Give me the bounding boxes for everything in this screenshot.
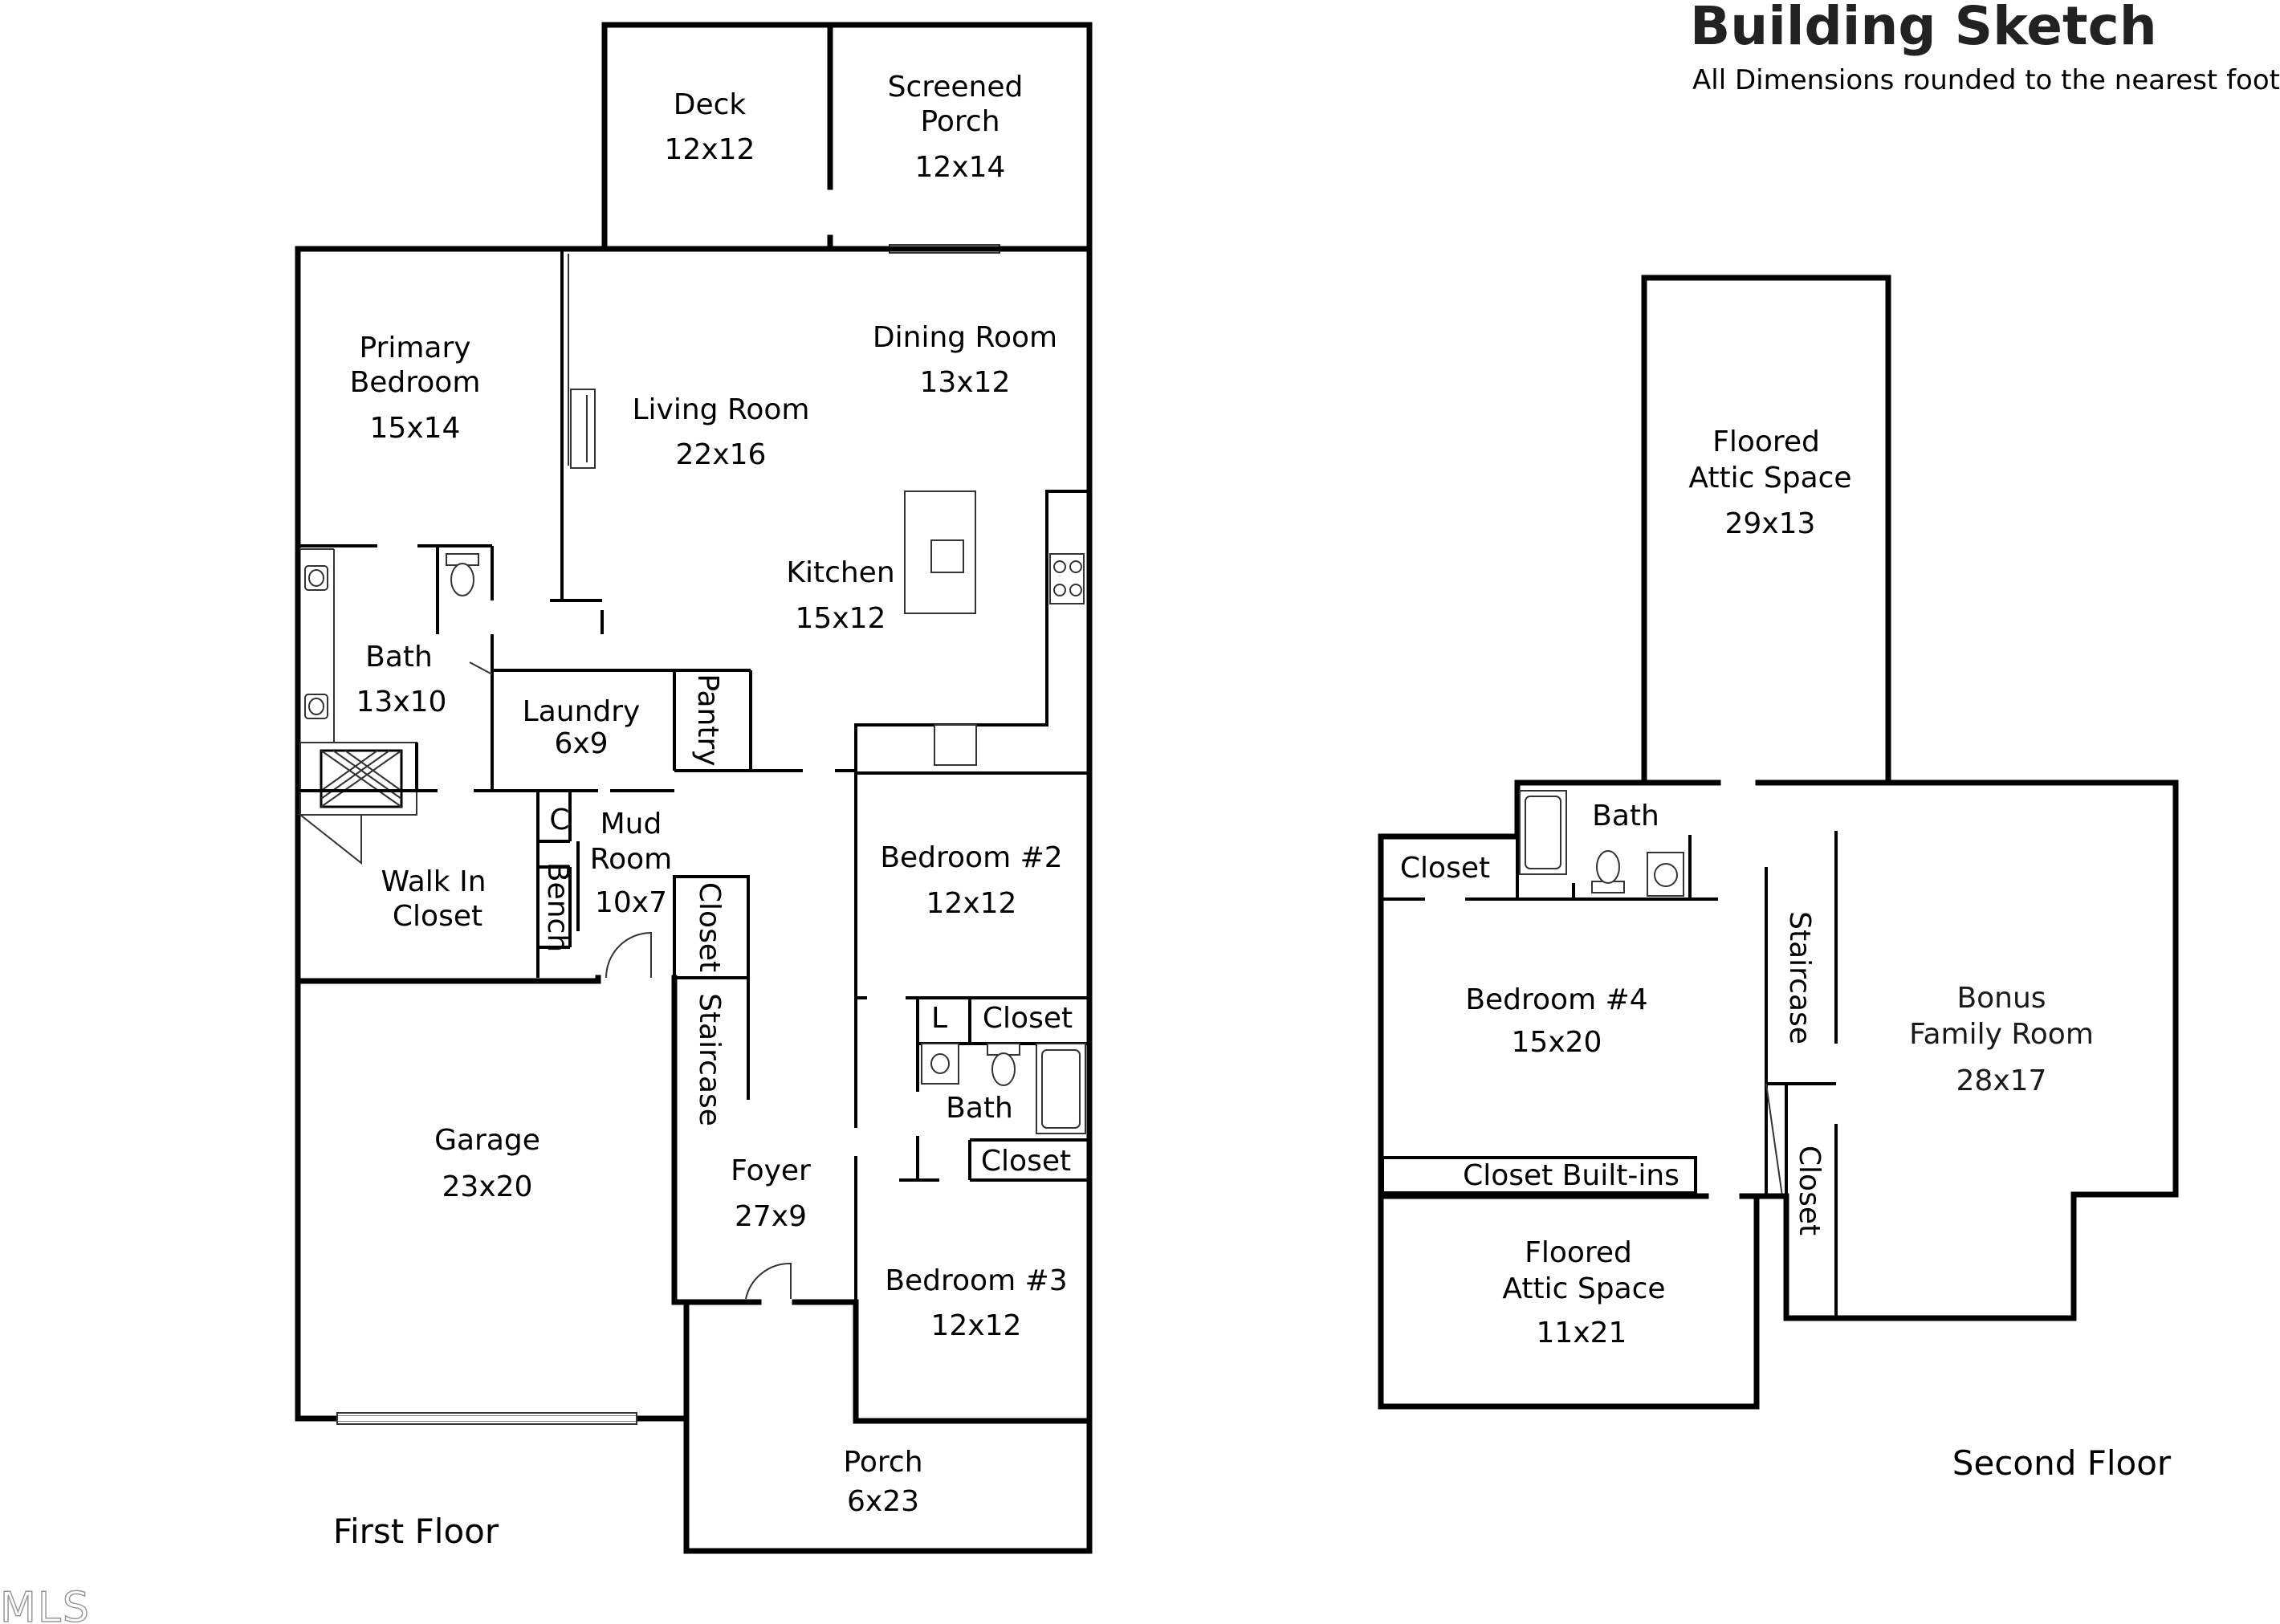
dining-room-dim: 13x12 <box>920 366 1011 399</box>
garage-label: Garage <box>434 1124 540 1157</box>
second-closet-label: Closet <box>1400 852 1490 885</box>
living-room-label: Living Room <box>633 393 810 426</box>
bedroom4-dim: 15x20 <box>1512 1026 1602 1059</box>
bedroom4-label: Bedroom #4 <box>1465 983 1647 1016</box>
second-floor-walls <box>1378 275 2179 1410</box>
second-floor-caption: Second Floor <box>1952 1443 2172 1483</box>
kitchen-label: Kitchen <box>786 556 894 589</box>
primary-bedroom-dim: 15x14 <box>370 412 461 445</box>
bonus-label-2: Family Room <box>1909 1018 2094 1051</box>
first-staircase-label: Staircase <box>693 993 726 1126</box>
mud-room-dim: 10x7 <box>595 886 667 919</box>
first-floor-caption: First Floor <box>333 1512 499 1551</box>
mls-watermark: MLS <box>0 1584 91 1624</box>
laundry-dim: 6x9 <box>554 727 608 760</box>
dining-room-label: Dining Room <box>873 321 1057 354</box>
second-staircase-label: Staircase <box>1783 911 1816 1044</box>
bonus-dim: 28x17 <box>1956 1064 2047 1097</box>
bench-label: Bench <box>541 862 574 952</box>
second-floor-labels: Floored Attic Space 29x13 Bath Closet Be… <box>1400 425 2172 1483</box>
primary-bath-label: Bath <box>365 641 433 674</box>
attic-upper-label-1: Floored <box>1712 425 1820 458</box>
garage-dim: 23x20 <box>442 1170 533 1203</box>
closet-upper-label: Closet <box>983 1002 1073 1035</box>
bedroom2-dim: 12x12 <box>926 887 1017 920</box>
sketch-subtitle: All Dimensions rounded to the nearest fo… <box>1692 64 2280 96</box>
living-room-dim: 22x16 <box>676 438 767 471</box>
c-closet-label: C <box>549 804 569 836</box>
closet-builtins-label: Closet Built-ins <box>1463 1159 1679 1192</box>
first-floor-labels: Deck 12x12 Screened Porch 12x14 Primary … <box>333 71 1073 1551</box>
walk-in-closet-label-1: Walk In <box>381 865 486 898</box>
sketch-title: Building Sketch <box>1690 0 2157 57</box>
porch-label: Porch <box>843 1446 922 1479</box>
attic-lower-label-2: Attic Space <box>1502 1272 1665 1305</box>
linen-label: L <box>931 1002 947 1035</box>
foyer-closet-label: Closet <box>693 882 726 972</box>
bonus-label-1: Bonus <box>1956 982 2046 1015</box>
second-side-closet-label: Closet <box>1793 1146 1826 1235</box>
attic-lower-dim: 11x21 <box>1537 1317 1627 1349</box>
pantry-label: Pantry <box>691 674 724 766</box>
kitchen-dim: 15x12 <box>796 602 886 635</box>
hall-bath-label: Bath <box>946 1092 1013 1125</box>
deck-label: Deck <box>674 88 747 121</box>
walk-in-closet-label-2: Closet <box>393 900 482 933</box>
foyer-label: Foyer <box>731 1154 811 1187</box>
screened-porch-dim: 12x14 <box>915 151 1006 184</box>
foyer-dim: 27x9 <box>735 1200 807 1233</box>
screened-porch-label-1: Screened <box>888 71 1024 104</box>
mud-room-label-2: Room <box>590 843 673 876</box>
attic-lower-label-1: Floored <box>1525 1236 1632 1269</box>
bedroom2-label: Bedroom #2 <box>880 841 1062 874</box>
second-bath-label: Bath <box>1592 800 1659 832</box>
porch-dim: 6x23 <box>847 1485 919 1518</box>
first-floor-walls <box>295 22 1093 1554</box>
primary-bedroom-label-2: Bedroom <box>350 366 481 399</box>
attic-upper-dim: 29x13 <box>1725 507 1816 540</box>
bedroom3-dim: 12x12 <box>931 1309 1022 1342</box>
attic-upper-label-2: Attic Space <box>1688 462 1851 495</box>
primary-bedroom-label-1: Primary <box>359 332 470 364</box>
primary-bath-dim: 13x10 <box>356 686 447 718</box>
closet-lower-label: Closet <box>981 1145 1071 1178</box>
mud-room-label-1: Mud <box>601 808 662 840</box>
deck-dim: 12x12 <box>665 133 755 166</box>
screened-porch-label-2: Porch <box>920 105 1000 138</box>
laundry-label: Laundry <box>523 695 641 728</box>
bedroom3-label: Bedroom #3 <box>885 1264 1067 1297</box>
